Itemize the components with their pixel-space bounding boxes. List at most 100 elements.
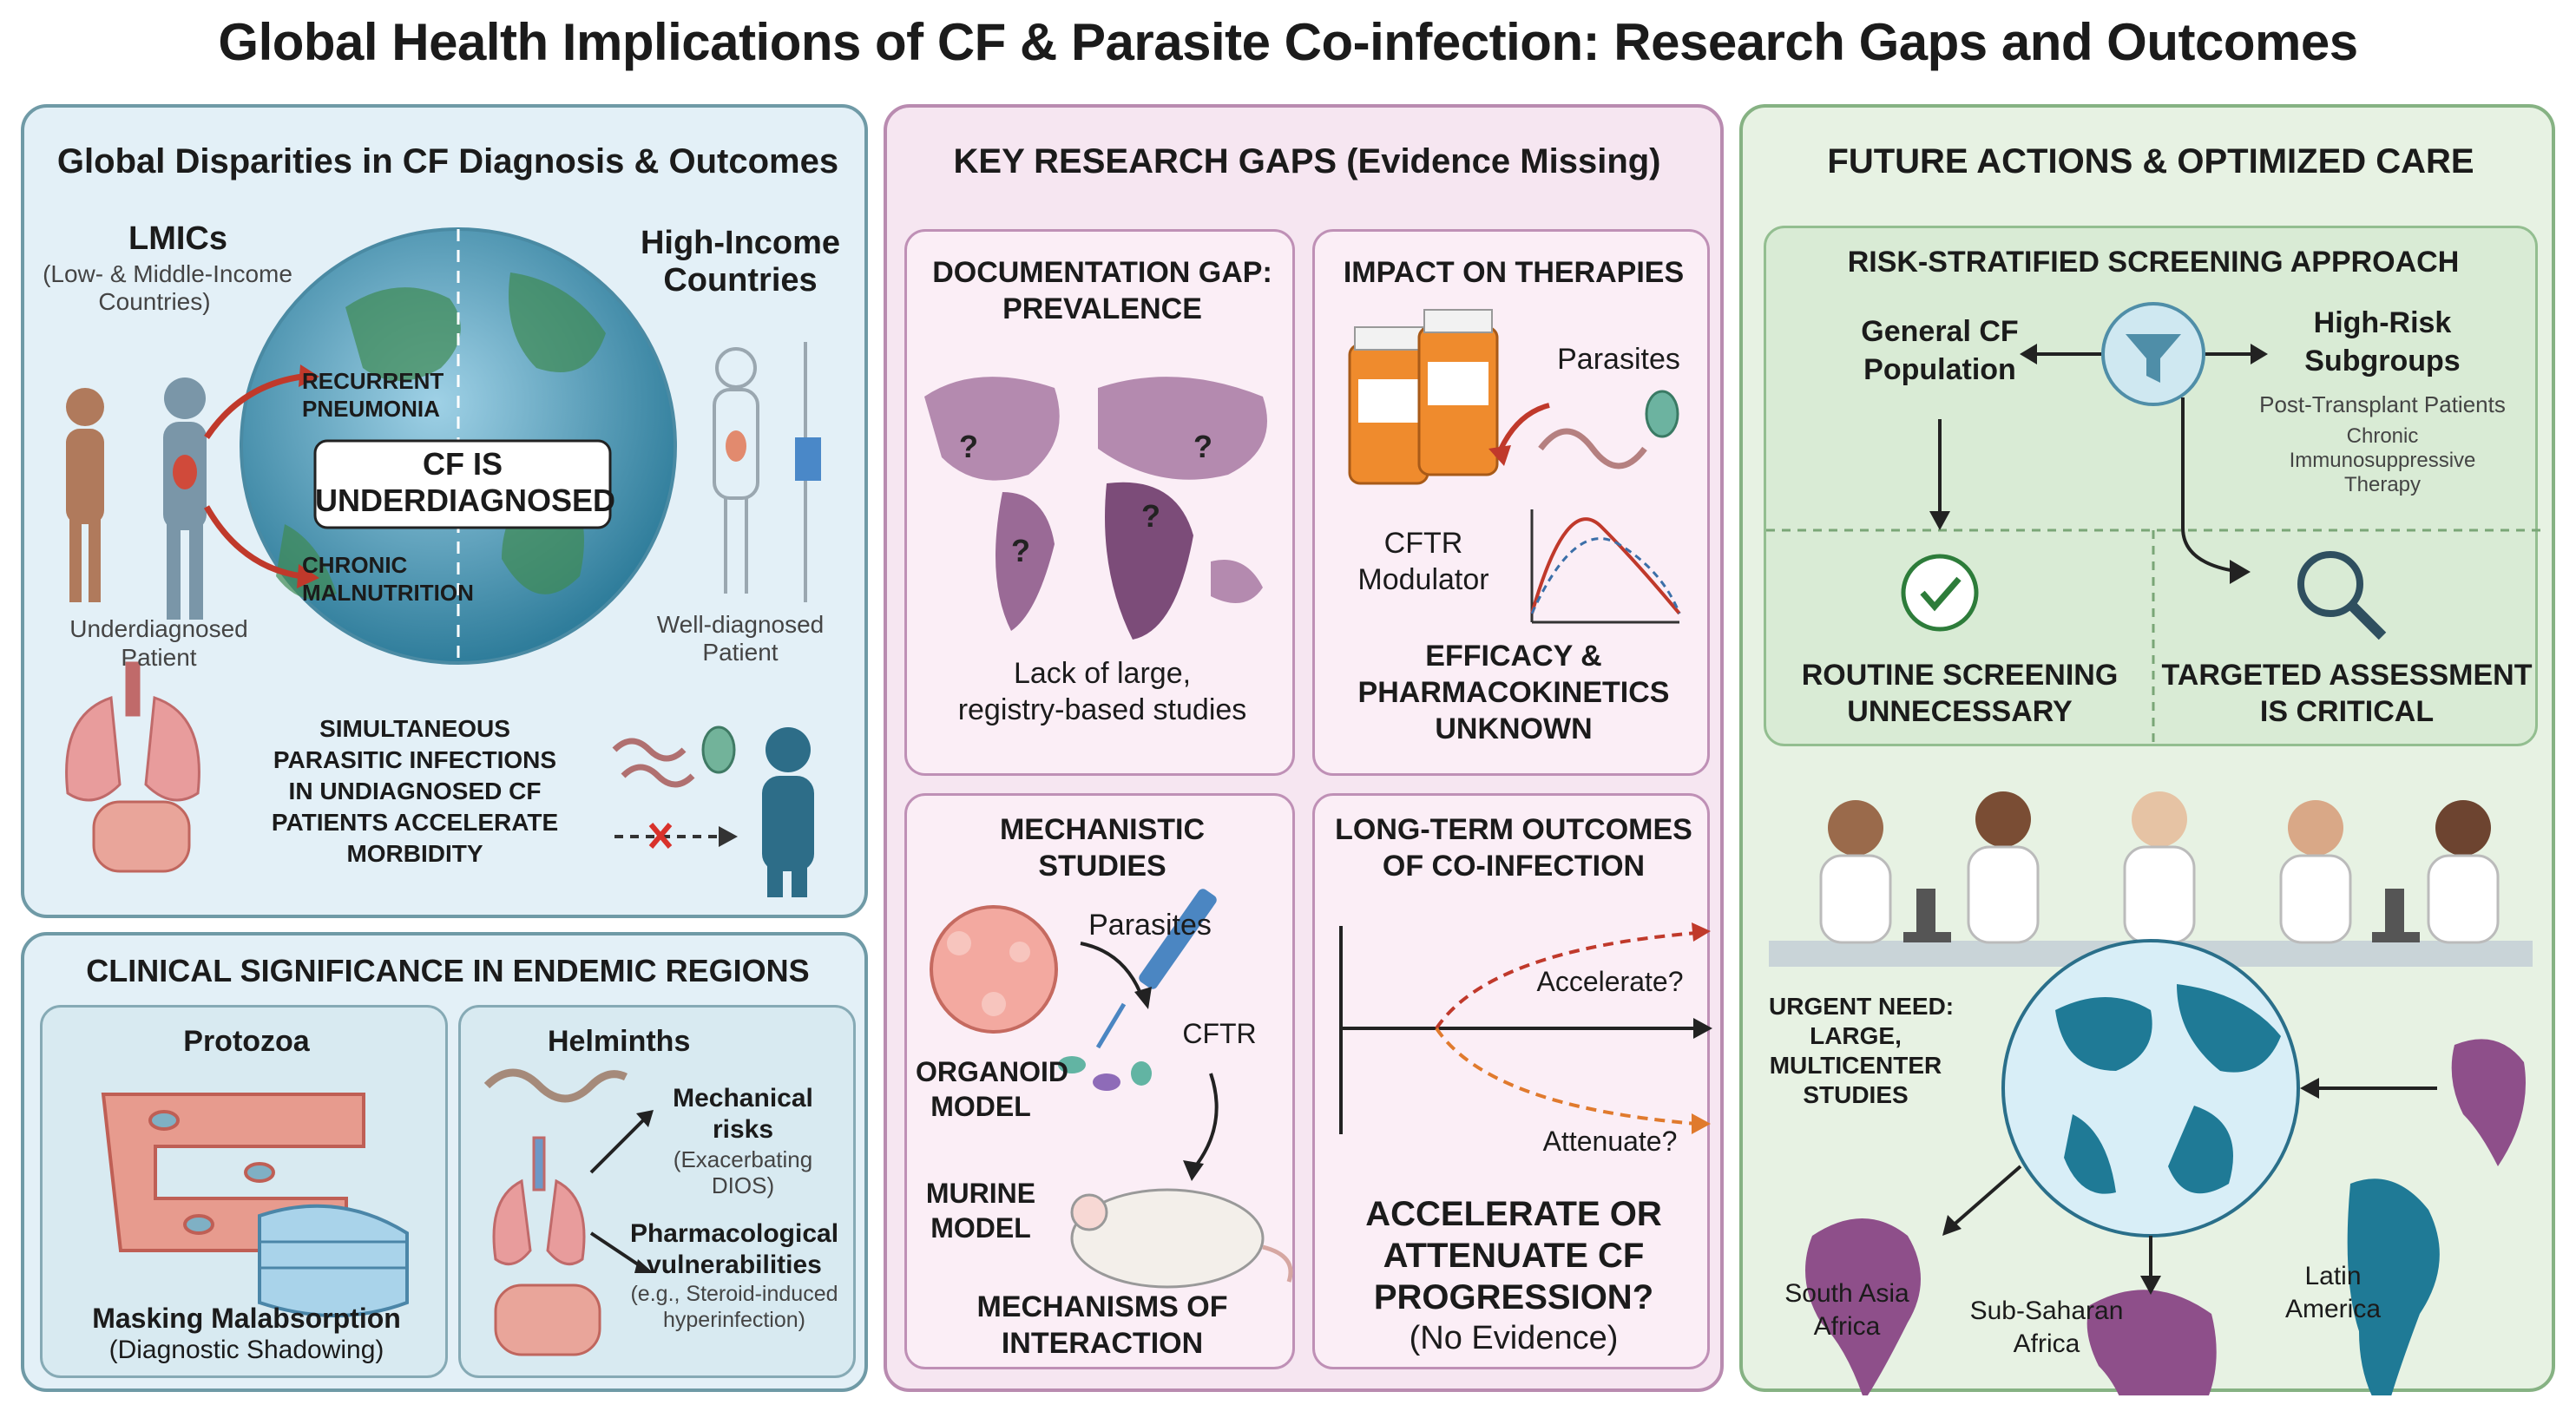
- pharm-2: vulnerabilities: [647, 1251, 822, 1279]
- future-heading: FUTURE ACTIONS & OPTIMIZED CARE: [1827, 142, 2474, 181]
- high-income-label-2: Countries: [663, 262, 818, 299]
- chronic-immuno-3: Therapy: [2343, 473, 2422, 496]
- high-risk-1: High-Risk: [2313, 306, 2452, 339]
- doc-gap-2: PREVALENCE: [1002, 292, 1202, 325]
- masking-line1: Masking Malabsorption: [92, 1303, 401, 1334]
- question-4: (No Evidence): [1409, 1320, 1619, 1356]
- chronic-malnutrition-2: MALNUTRITION: [302, 580, 474, 606]
- sub-saharan-africa-map-icon: [2086, 1290, 2217, 1395]
- cftr-modulator-2: Modulator: [1357, 563, 1489, 596]
- underdiagnosed-box-line1: CF IS: [422, 446, 503, 482]
- latin-america-map-icon: [2347, 1178, 2440, 1395]
- multicenter-illustration: [1769, 791, 2533, 1395]
- parasites-label-a: Parasites: [1557, 343, 1680, 376]
- recurrent-pneumonia-1: RECURRENT: [302, 368, 444, 394]
- clinical-heading: CLINICAL SIGNIFICANCE IN ENDEMIC REGIONS: [86, 953, 810, 988]
- risk-flow-diagram: [1766, 302, 2540, 749]
- urgent-3: MULTICENTER: [1769, 1052, 1942, 1079]
- south-asia-1: South Asia: [1784, 1279, 1909, 1308]
- urgent-4: STUDIES: [1803, 1081, 1909, 1108]
- south-asia-map-icon: [1805, 1218, 1921, 1395]
- cftr-label-b: CFTR: [1182, 1018, 1257, 1049]
- protozoa-icon: [701, 725, 736, 774]
- outcomes-diagram: [1339, 922, 1712, 1134]
- lmics-sub-line2: Countries): [98, 288, 211, 315]
- general-pop-2: Population: [1863, 353, 2016, 386]
- moi-1: MECHANISMS OF: [976, 1290, 1228, 1323]
- chronic-malnutrition-1: CHRONIC: [302, 552, 408, 578]
- documentation-gap-box: ? ? ? ? DOCUMENTATION GAP: PREVALENCE La…: [904, 229, 1295, 776]
- protozoa-box: Protozoa Masking Malabsorption (Diagnost…: [40, 1005, 448, 1378]
- world-map-icon: [924, 377, 1267, 640]
- simultaneous-3: IN UNDIAGNOSED CF: [288, 778, 542, 804]
- disparities-heading: Global Disparities in CF Diagnosis & Out…: [56, 142, 839, 181]
- intestine-icon: [92, 800, 191, 873]
- recurrent-pneumonia-2: PNEUMONIA: [302, 396, 440, 422]
- worm-icon: [612, 738, 687, 762]
- impact-heading: IMPACT ON THERAPIES: [1343, 256, 1685, 289]
- attenuate-label: Attenuate?: [1542, 1126, 1678, 1157]
- simultaneous-5: MORBIDITY: [346, 840, 483, 867]
- ssa-1: Sub-Saharan: [1969, 1297, 2124, 1325]
- well-diagnosed-patient-icon: [713, 342, 821, 602]
- gaps-heading: KEY RESEARCH GAPS (Evidence Missing): [953, 142, 1661, 181]
- underdiagnosed-patient-1: Underdiagnosed: [69, 615, 248, 642]
- helminths-box: Helminths Mechanical risks (Exacerbating…: [458, 1005, 856, 1378]
- latin-1: Latin: [2304, 1262, 2362, 1290]
- pharm-4: hyperinfection): [663, 1308, 805, 1332]
- risk-heading: RISK-STRATIFIED SCREENING APPROACH: [1847, 246, 2460, 279]
- masking-line2: (Diagnostic Shadowing): [108, 1336, 384, 1364]
- targeted-2: IS CRITICAL: [2259, 695, 2435, 728]
- lto-2: OF CO-INFECTION: [1382, 850, 1646, 883]
- magnifier-icon: [2297, 551, 2363, 617]
- check-icon: [1901, 554, 1979, 632]
- high-risk-2: Subgroups: [2304, 345, 2461, 377]
- mechanical-1: Mechanical: [673, 1084, 813, 1113]
- routine-1: ROUTINE SCREENING: [1801, 659, 2119, 692]
- efficacy-3: UNKNOWN: [1435, 712, 1593, 745]
- question-1: ACCELERATE OR: [1365, 1195, 1662, 1233]
- murine-1: MURINE: [925, 1178, 1036, 1209]
- global-disparities-panel: Global Disparities in CF Diagnosis & Out…: [21, 104, 868, 918]
- urgent-2: LARGE,: [1810, 1022, 1902, 1049]
- high-income-label-1: High-Income: [640, 225, 841, 261]
- ssa-2: Africa: [2013, 1329, 2080, 1358]
- murine-2: MODEL: [930, 1212, 1031, 1244]
- simultaneous-4: PATIENTS ACCELERATE: [271, 809, 559, 836]
- future-actions-panel: FUTURE ACTIONS & OPTIMIZED CARE RISK-STR…: [1739, 104, 2555, 1395]
- post-transplant: Post-Transplant Patients: [2259, 391, 2506, 417]
- mechanistic-1: MECHANISTIC: [999, 813, 1206, 846]
- underdiagnosed-box-line2: UNDERDIAGNOSED: [315, 483, 616, 518]
- impact-therapies-box: IMPACT ON THERAPIES Parasites CFTR Modul…: [1312, 229, 1710, 776]
- mechanical-3: (Exacerbating: [673, 1146, 813, 1172]
- doc-note-1: Lack of large,: [1013, 657, 1192, 690]
- lmics-label: LMICs: [128, 220, 227, 257]
- accelerate-label: Accelerate?: [1536, 966, 1684, 997]
- lto-1: LONG-TERM OUTCOMES: [1335, 813, 1692, 846]
- routine-2: UNNECESSARY: [1847, 695, 2073, 728]
- helminths-illustration: [483, 1068, 654, 1356]
- well-diagnosed-patient-2: Patient: [702, 639, 779, 666]
- mechanistic-2: STUDIES: [1038, 850, 1166, 883]
- simultaneous-2: PARASITIC INFECTIONS: [273, 746, 557, 773]
- chronic-immuno-1: Chronic: [2346, 424, 2419, 448]
- mask-icon: [258, 1204, 409, 1317]
- researchers-icon: [1819, 791, 2500, 944]
- organoid-1: ORGANOID: [916, 1056, 1068, 1087]
- parasites-label-b: Parasites: [1088, 909, 1212, 942]
- question-2: ATTENUATE CF: [1383, 1237, 1645, 1275]
- microscope-icon: [1903, 889, 2420, 942]
- therapies-illustration: [1348, 309, 1681, 624]
- research-gaps-panel: KEY RESEARCH GAPS (Evidence Missing) ? ?…: [884, 104, 1724, 1392]
- pharm-1: Pharmacological: [629, 1219, 839, 1248]
- simultaneous-1: SIMULTANEOUS: [319, 715, 510, 742]
- worm-icon: [1538, 428, 1647, 469]
- svg-text:?: ?: [1141, 498, 1160, 534]
- underdiagnosed-patient-icon: [66, 388, 104, 602]
- general-pop-1: General CF: [1861, 315, 2019, 348]
- underdiagnosed-patient-2: Patient: [121, 644, 197, 671]
- efficacy-1: EFFICACY &: [1425, 640, 1602, 673]
- mechanical-4: DIOS): [711, 1172, 775, 1198]
- lmics-sub-line1: (Low- & Middle-Income: [43, 260, 292, 287]
- clinical-significance-panel: CLINICAL SIGNIFICANCE IN ENDEMIC REGIONS…: [21, 932, 868, 1392]
